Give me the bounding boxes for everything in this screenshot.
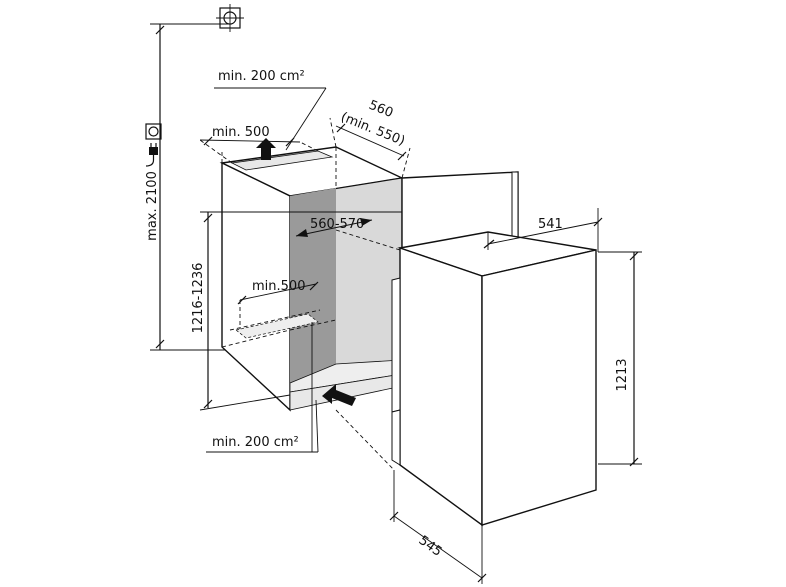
inner-vent-depth-label: min.500 [252, 279, 305, 294]
top-vent-depth-label: min. 500 [212, 125, 270, 140]
niche-width-dimension: 560-570 [200, 211, 402, 237]
niche-width-label: 560-570 [310, 217, 364, 232]
top-vent-area-label: min. 200 cm² [218, 69, 305, 84]
appliance-width-label: 541 [538, 217, 563, 232]
appliance-height-dimension: 1213 [598, 251, 642, 467]
max-height-label: max. 2100 [145, 171, 160, 241]
top-vent-area-callout: min. 200 cm² [214, 69, 327, 151]
niche-depth-min-label: (min. 550) [339, 110, 407, 149]
appliance-depth-label: 545 [416, 533, 445, 560]
niche-height-label: 1216-1236 [191, 263, 206, 334]
appliance-width-dimension: 541 [483, 208, 603, 252]
top-airflow-arrow-icon [256, 138, 276, 160]
niche-depth-label: 560 [367, 98, 396, 121]
installation-symbol-icon [216, 4, 244, 32]
appliance-height-label: 1213 [615, 358, 630, 391]
niche-height-dimension: 1216-1236 [191, 212, 291, 411]
inner-vent-depth-dimension: min.500 [235, 279, 319, 339]
bottom-vent-area-callout: min. 200 cm² [206, 322, 319, 453]
top-vent-depth-dimension: min. 500 [199, 125, 319, 164]
power-plug-icon [145, 143, 158, 167]
power-socket-icon [145, 123, 162, 140]
max-height-dimension: max. 2100 [145, 23, 232, 351]
bottom-vent-area-label: min. 200 cm² [212, 435, 299, 450]
appliance-body [391, 231, 597, 527]
bottom-airflow-arrow-icon [322, 384, 356, 406]
